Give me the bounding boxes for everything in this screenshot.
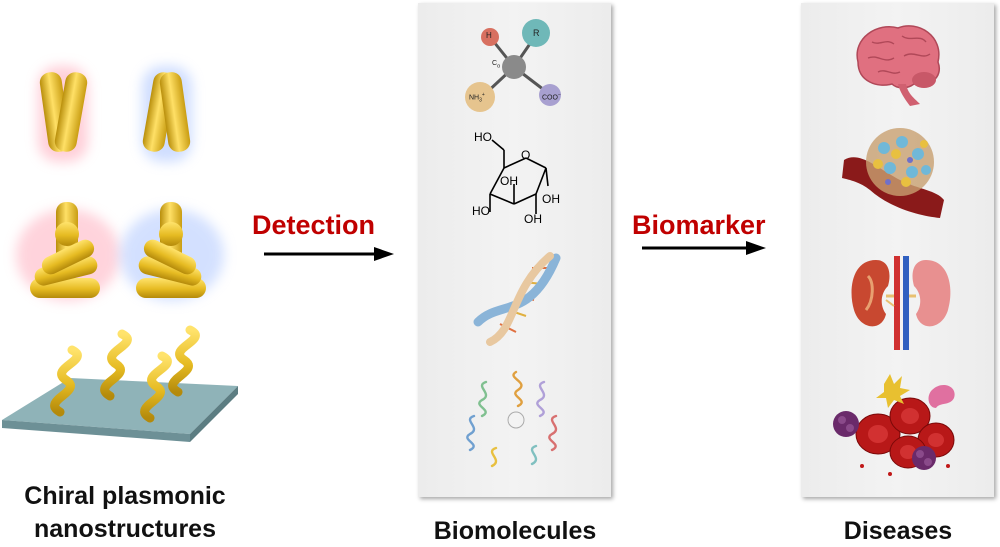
glucose-oh-bottom: OH <box>524 212 542 226</box>
dna-helix-icon <box>473 252 561 346</box>
amino-acid-icon <box>465 19 561 112</box>
nanostructures-illustration <box>2 66 238 442</box>
glucose-oh-right: OH <box>542 192 560 206</box>
helix-array-substrate <box>2 325 238 442</box>
rod-dimer-right <box>142 66 192 162</box>
glucose-o-ring: O <box>521 148 531 162</box>
protein-complex-icon <box>466 370 558 468</box>
aa-minus-sup: − <box>557 92 561 98</box>
aa-r-label: R <box>533 28 540 38</box>
aa-coo-text: COO <box>542 94 558 102</box>
biomolecules-caption: Biomolecules <box>433 517 597 545</box>
aa-c-letter: C <box>492 60 498 67</box>
diseases-caption: Diseases <box>843 517 953 545</box>
stacked-rods-left <box>16 202 120 301</box>
glucose-ho-top: HO <box>474 130 492 144</box>
kidneys-icon <box>851 256 951 350</box>
biomarker-arrow <box>642 241 766 255</box>
brain-icon <box>856 25 941 106</box>
aa-3-sub: 3 <box>479 97 482 104</box>
blood-cells-icon <box>833 374 955 476</box>
glucose-oh-ring: OH <box>500 174 518 188</box>
aa-h-label: H <box>486 31 492 40</box>
nanostructures-caption: Chiral plasmonic nanostructures <box>0 480 250 546</box>
nanostructures-caption-line1: Chiral plasmonic <box>24 482 226 510</box>
nanostructures-caption-line2: nanostructures <box>34 515 216 543</box>
biomolecules-panel <box>418 3 611 497</box>
aa-alpha-sub: α <box>497 63 500 70</box>
aa-nh3-label: NH3+ <box>469 92 485 104</box>
detection-label: Detection <box>252 210 376 240</box>
detection-arrow <box>264 247 394 261</box>
glucose-ho-bottom: HO <box>472 204 490 218</box>
aa-plus-sup: + <box>481 92 485 98</box>
aa-calpha-label: Cα <box>492 60 500 69</box>
aa-nh-text: NH <box>469 94 480 102</box>
rod-dimer-left <box>38 66 88 162</box>
glucose-structure <box>489 139 549 214</box>
stacked-rods-right <box>120 202 224 301</box>
aa-coo-label: COO− <box>542 92 561 101</box>
biomarker-label: Biomarker <box>632 210 766 240</box>
tumor-vessel-icon <box>842 128 944 218</box>
